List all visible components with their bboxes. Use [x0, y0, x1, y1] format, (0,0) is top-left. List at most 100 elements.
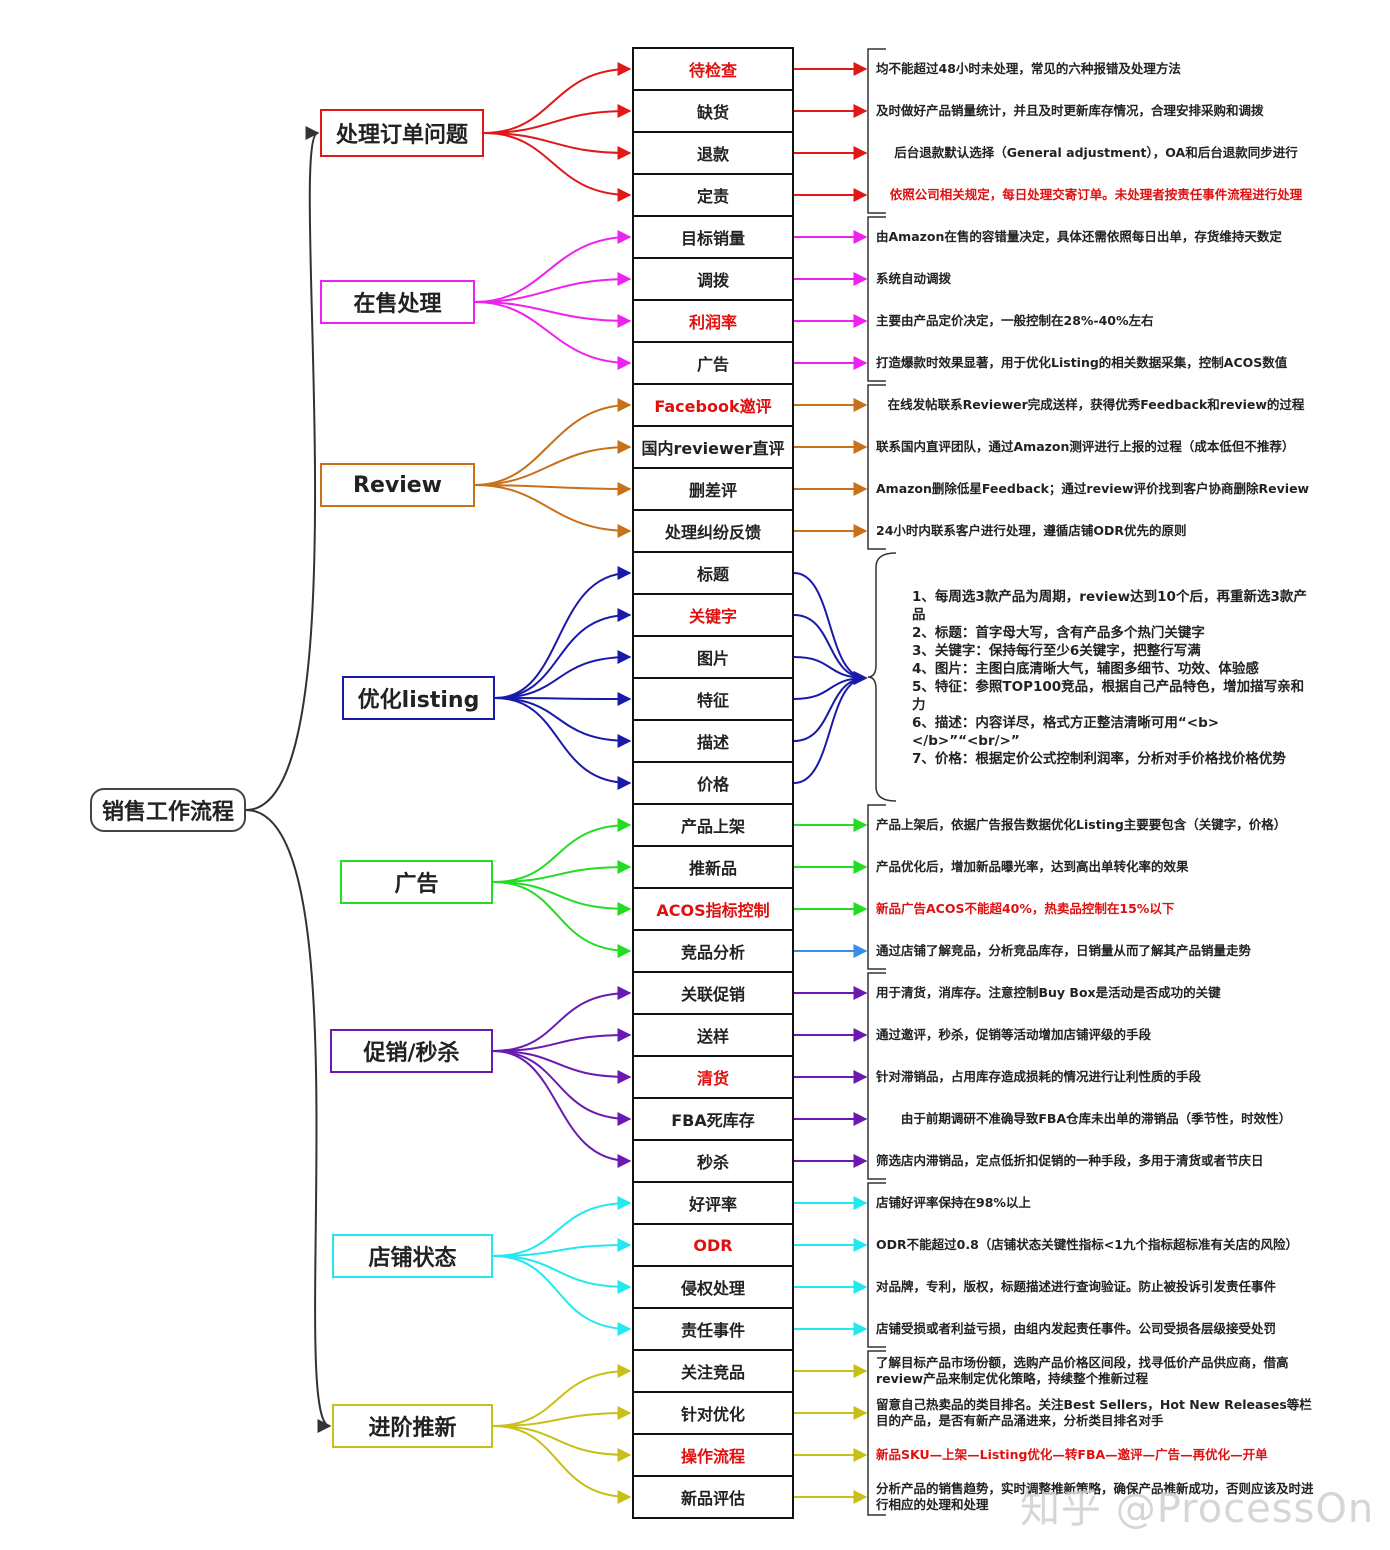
- item-32[interactable]: 关注竞品: [634, 1351, 792, 1393]
- desc-32: 了解目标产品市场份额，选购产品价格区间段，找寻低价产品供应商，借高review产…: [876, 1351, 1316, 1391]
- item-26[interactable]: FBA死库存: [634, 1099, 792, 1141]
- item-31[interactable]: 责任事件: [634, 1309, 792, 1351]
- converge-13: [793, 572, 868, 685]
- listing-note-line-1: 1、每周选3款产品为周期，review达到10个后，再重新选3款产品: [912, 589, 1307, 623]
- item-24[interactable]: 送样: [634, 1015, 792, 1057]
- item-27[interactable]: 秒杀: [634, 1141, 792, 1183]
- item-16[interactable]: 特征: [634, 679, 792, 721]
- link-27: [492, 1050, 632, 1168]
- desc-text-31: 店铺受损或者利益亏损，由组内发起责任事件。公司受损各层级接受处罚: [876, 1321, 1277, 1336]
- desc-10: 联系国内直评团队，通过Amazon测评进行上报的过程（成本低但不推荐）: [876, 427, 1316, 467]
- item-25[interactable]: 清货: [634, 1057, 792, 1099]
- desc-31: 店铺受损或者利益亏损，由组内发起责任事件。公司受损各层级接受处罚: [876, 1309, 1316, 1349]
- desc-30: 对品牌，专利，版权，标题描述进行查询验证。防止被投诉引发责任事件: [876, 1267, 1316, 1307]
- category-review[interactable]: Review: [320, 463, 475, 507]
- item-5[interactable]: 目标销量: [634, 217, 792, 259]
- link-16: [494, 691, 632, 706]
- link-2: [483, 104, 632, 134]
- desc-text-12: 24小时内联系客户进行处理，遵循店铺ODR优先的原则: [876, 523, 1187, 538]
- desc-text-27: 筛选店内滞销品，定点低折扣促销的一种手段，多用于清货或者节庆日: [876, 1153, 1264, 1168]
- item-13[interactable]: 标题: [634, 553, 792, 595]
- link-9: [474, 398, 632, 486]
- link-25: [492, 1050, 632, 1084]
- desc-text-4: 依照公司相关规定，每日处理交寄订单。未处理者按责任事件流程进行处理: [889, 187, 1303, 202]
- bracket-advance: [867, 1350, 886, 1516]
- item-23[interactable]: 关联促销: [634, 973, 792, 1015]
- item-19[interactable]: 产品上架: [634, 805, 792, 847]
- category-store[interactable]: 店铺状态: [332, 1234, 493, 1278]
- item-17[interactable]: 描述: [634, 721, 792, 763]
- category-ads[interactable]: 广告: [340, 860, 493, 904]
- item-12[interactable]: 处理纠纷反馈: [634, 511, 792, 553]
- desc-text-20: 产品优化后，增加新品曝光率，达到高出单转化率的效果: [876, 859, 1189, 874]
- desc-29: ODR不能超过0.8（店铺状态关键性指标<1九个指标超标准有关店的风险）: [876, 1225, 1316, 1265]
- item-29[interactable]: ODR: [634, 1225, 792, 1267]
- item-2[interactable]: 缺货: [634, 91, 792, 133]
- link-18: [494, 697, 632, 790]
- link-21: [492, 881, 632, 916]
- desc-text-30: 对品牌，专利，版权，标题描述进行查询验证。防止被投诉引发责任事件: [876, 1279, 1277, 1294]
- desc-text-7: 主要由产品定价决定，一般控制在28%-40%左右: [876, 313, 1154, 328]
- desc-6: 系统自动调拨: [876, 259, 1316, 299]
- desc-21: 新品广告ACOS不能超40%，热卖品控制在15%以下: [876, 889, 1316, 929]
- bracket-sale: [867, 216, 886, 382]
- desc-text-33: 留意自己热卖品的类目排名。关注Best Sellers，Hot New Rele…: [876, 1397, 1312, 1428]
- listing-note: 1、每周选3款产品为周期，review达到10个后，再重新选3款产品 2、标题：首…: [912, 588, 1312, 768]
- link-30: [492, 1255, 632, 1294]
- desc-text-26: 由于前期调研不准确导致FBA仓库未出单的滞销品（季节性，时效性）: [900, 1111, 1292, 1126]
- listing-note-line-3: 3、关键字：保持每行至少6关键字，把整行写满: [912, 643, 1201, 659]
- desc-1: 均不能超过48小时未处理，常见的六种报错及处理方法: [876, 49, 1316, 89]
- link-31: [492, 1255, 632, 1336]
- link-14: [494, 608, 632, 699]
- category-order[interactable]: 处理订单问题: [320, 109, 484, 157]
- item-10[interactable]: 国内reviewer直评: [634, 427, 792, 469]
- link-20: [492, 860, 632, 883]
- item-15[interactable]: 图片: [634, 637, 792, 679]
- desc-2: 及时做好产品销量统计，并且及时更新库存情况，合理安排采购和调拨: [876, 91, 1316, 131]
- item-1[interactable]: 待检查: [634, 49, 792, 91]
- item-9[interactable]: Facebook邀评: [634, 385, 792, 427]
- item-4[interactable]: 定责: [634, 175, 792, 217]
- category-sale[interactable]: 在售处理: [320, 280, 475, 324]
- desc-28: 店铺好评率保持在98%以上: [876, 1183, 1316, 1223]
- bracket-order: [867, 48, 886, 214]
- desc-text-24: 通过邀评，秒杀，促销等活动增加店铺评级的手段: [876, 1027, 1152, 1042]
- item-3[interactable]: 退款: [634, 133, 792, 175]
- root-node[interactable]: 销售工作流程: [90, 788, 246, 832]
- link-35: [492, 1425, 632, 1504]
- bracket-promo: [867, 972, 886, 1180]
- desc-26: 由于前期调研不准确导致FBA仓库未出单的滞销品（季节性，时效性）: [876, 1099, 1316, 1139]
- bracket-ads: [867, 804, 886, 970]
- link-24: [492, 1028, 632, 1052]
- desc-25: 针对滞销品，占用库存造成损耗的情况进行让利性质的手段: [876, 1057, 1316, 1097]
- item-20[interactable]: 推新品: [634, 847, 792, 889]
- desc-text-23: 用于清货，消库存。注意控制Buy Box是活动是否成功的关键: [876, 985, 1221, 1000]
- item-8[interactable]: 广告: [634, 343, 792, 385]
- item-7[interactable]: 利润率: [634, 301, 792, 343]
- item-33[interactable]: 针对优化: [634, 1393, 792, 1435]
- link-34: [492, 1425, 632, 1462]
- category-advance[interactable]: 进阶推新: [332, 1404, 493, 1448]
- item-18[interactable]: 价格: [634, 763, 792, 805]
- item-21[interactable]: ACOS指标控制: [634, 889, 792, 931]
- listing-note-line-2: 2、标题：首字母大写，含有产品多个热门关键字: [912, 625, 1205, 641]
- item-6[interactable]: 调拨: [634, 259, 792, 301]
- desc-text-10: 联系国内直评团队，通过Amazon测评进行上报的过程（成本低但不推荐）: [876, 439, 1295, 454]
- item-30[interactable]: 侵权处理: [634, 1267, 792, 1309]
- category-listing[interactable]: 优化listing: [342, 676, 495, 720]
- item-28[interactable]: 好评率: [634, 1183, 792, 1225]
- link-11: [474, 481, 632, 496]
- item-14[interactable]: 关键字: [634, 595, 792, 637]
- desc-8: 打造爆款时效果显著，用于优化Listing的相关数据采集，控制ACOS数值: [876, 343, 1316, 383]
- item-11[interactable]: 删差评: [634, 469, 792, 511]
- item-34[interactable]: 操作流程: [634, 1435, 792, 1477]
- link-3: [483, 132, 632, 160]
- link-33: [492, 1406, 632, 1427]
- link-29: [492, 1238, 632, 1257]
- listing-note-line-6: 6、描述：内容详尽，格式方正整洁清晰可用“<b></b>”“<br/>”: [912, 715, 1220, 749]
- category-promo[interactable]: 促销/秒杀: [330, 1029, 493, 1073]
- link-4: [483, 132, 632, 202]
- item-35[interactable]: 新品评估: [634, 1477, 792, 1519]
- item-22[interactable]: 竞品分析: [634, 931, 792, 973]
